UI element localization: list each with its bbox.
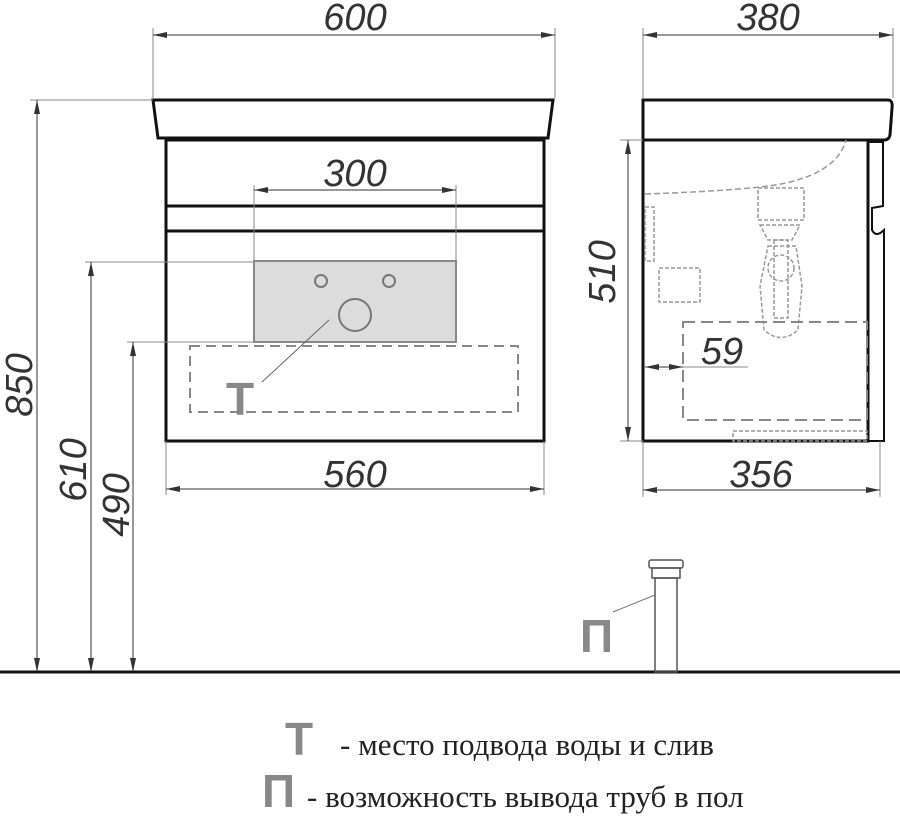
t-symbol-front: Т	[226, 373, 254, 425]
dim-300: 300	[323, 153, 386, 195]
cabinet-side	[641, 138, 870, 443]
dim-510: 510	[582, 240, 624, 303]
dim-610: 610	[53, 438, 95, 501]
drain-outlet	[338, 298, 372, 332]
legend: Т - место подвода воды и слив П - возмож…	[262, 713, 744, 817]
legend-p-symbol: П	[262, 765, 295, 817]
water-inlet-right	[382, 274, 396, 288]
legend-p-text: - возможность вывода труб в пол	[307, 779, 744, 814]
cabinet-front	[164, 138, 546, 443]
connection-zone	[253, 260, 457, 343]
legend-t-symbol: Т	[285, 713, 313, 765]
side-dimension-lines	[620, 28, 894, 497]
dim-850: 850	[0, 353, 41, 416]
floor-pipe	[612, 559, 684, 673]
dim-59: 59	[701, 331, 743, 373]
dim-490: 490	[96, 473, 138, 536]
dim-380: 380	[736, 0, 799, 39]
dim-560: 560	[323, 454, 386, 496]
drawer-dashed-side	[682, 321, 868, 421]
door-side	[868, 141, 885, 442]
siphon	[644, 187, 805, 339]
basin-side	[641, 98, 894, 142]
legend-t-text: - место подвода воды и слив	[340, 727, 714, 762]
basin-front	[151, 98, 555, 140]
side-view	[641, 98, 894, 443]
p-symbol-floor: П	[580, 610, 613, 662]
drawer-dashed	[189, 345, 519, 413]
front-view	[151, 98, 555, 443]
dim-600: 600	[323, 0, 386, 39]
dim-356: 356	[729, 454, 793, 496]
front-dimension-lines	[30, 28, 556, 672]
water-inlet-left	[314, 274, 328, 288]
